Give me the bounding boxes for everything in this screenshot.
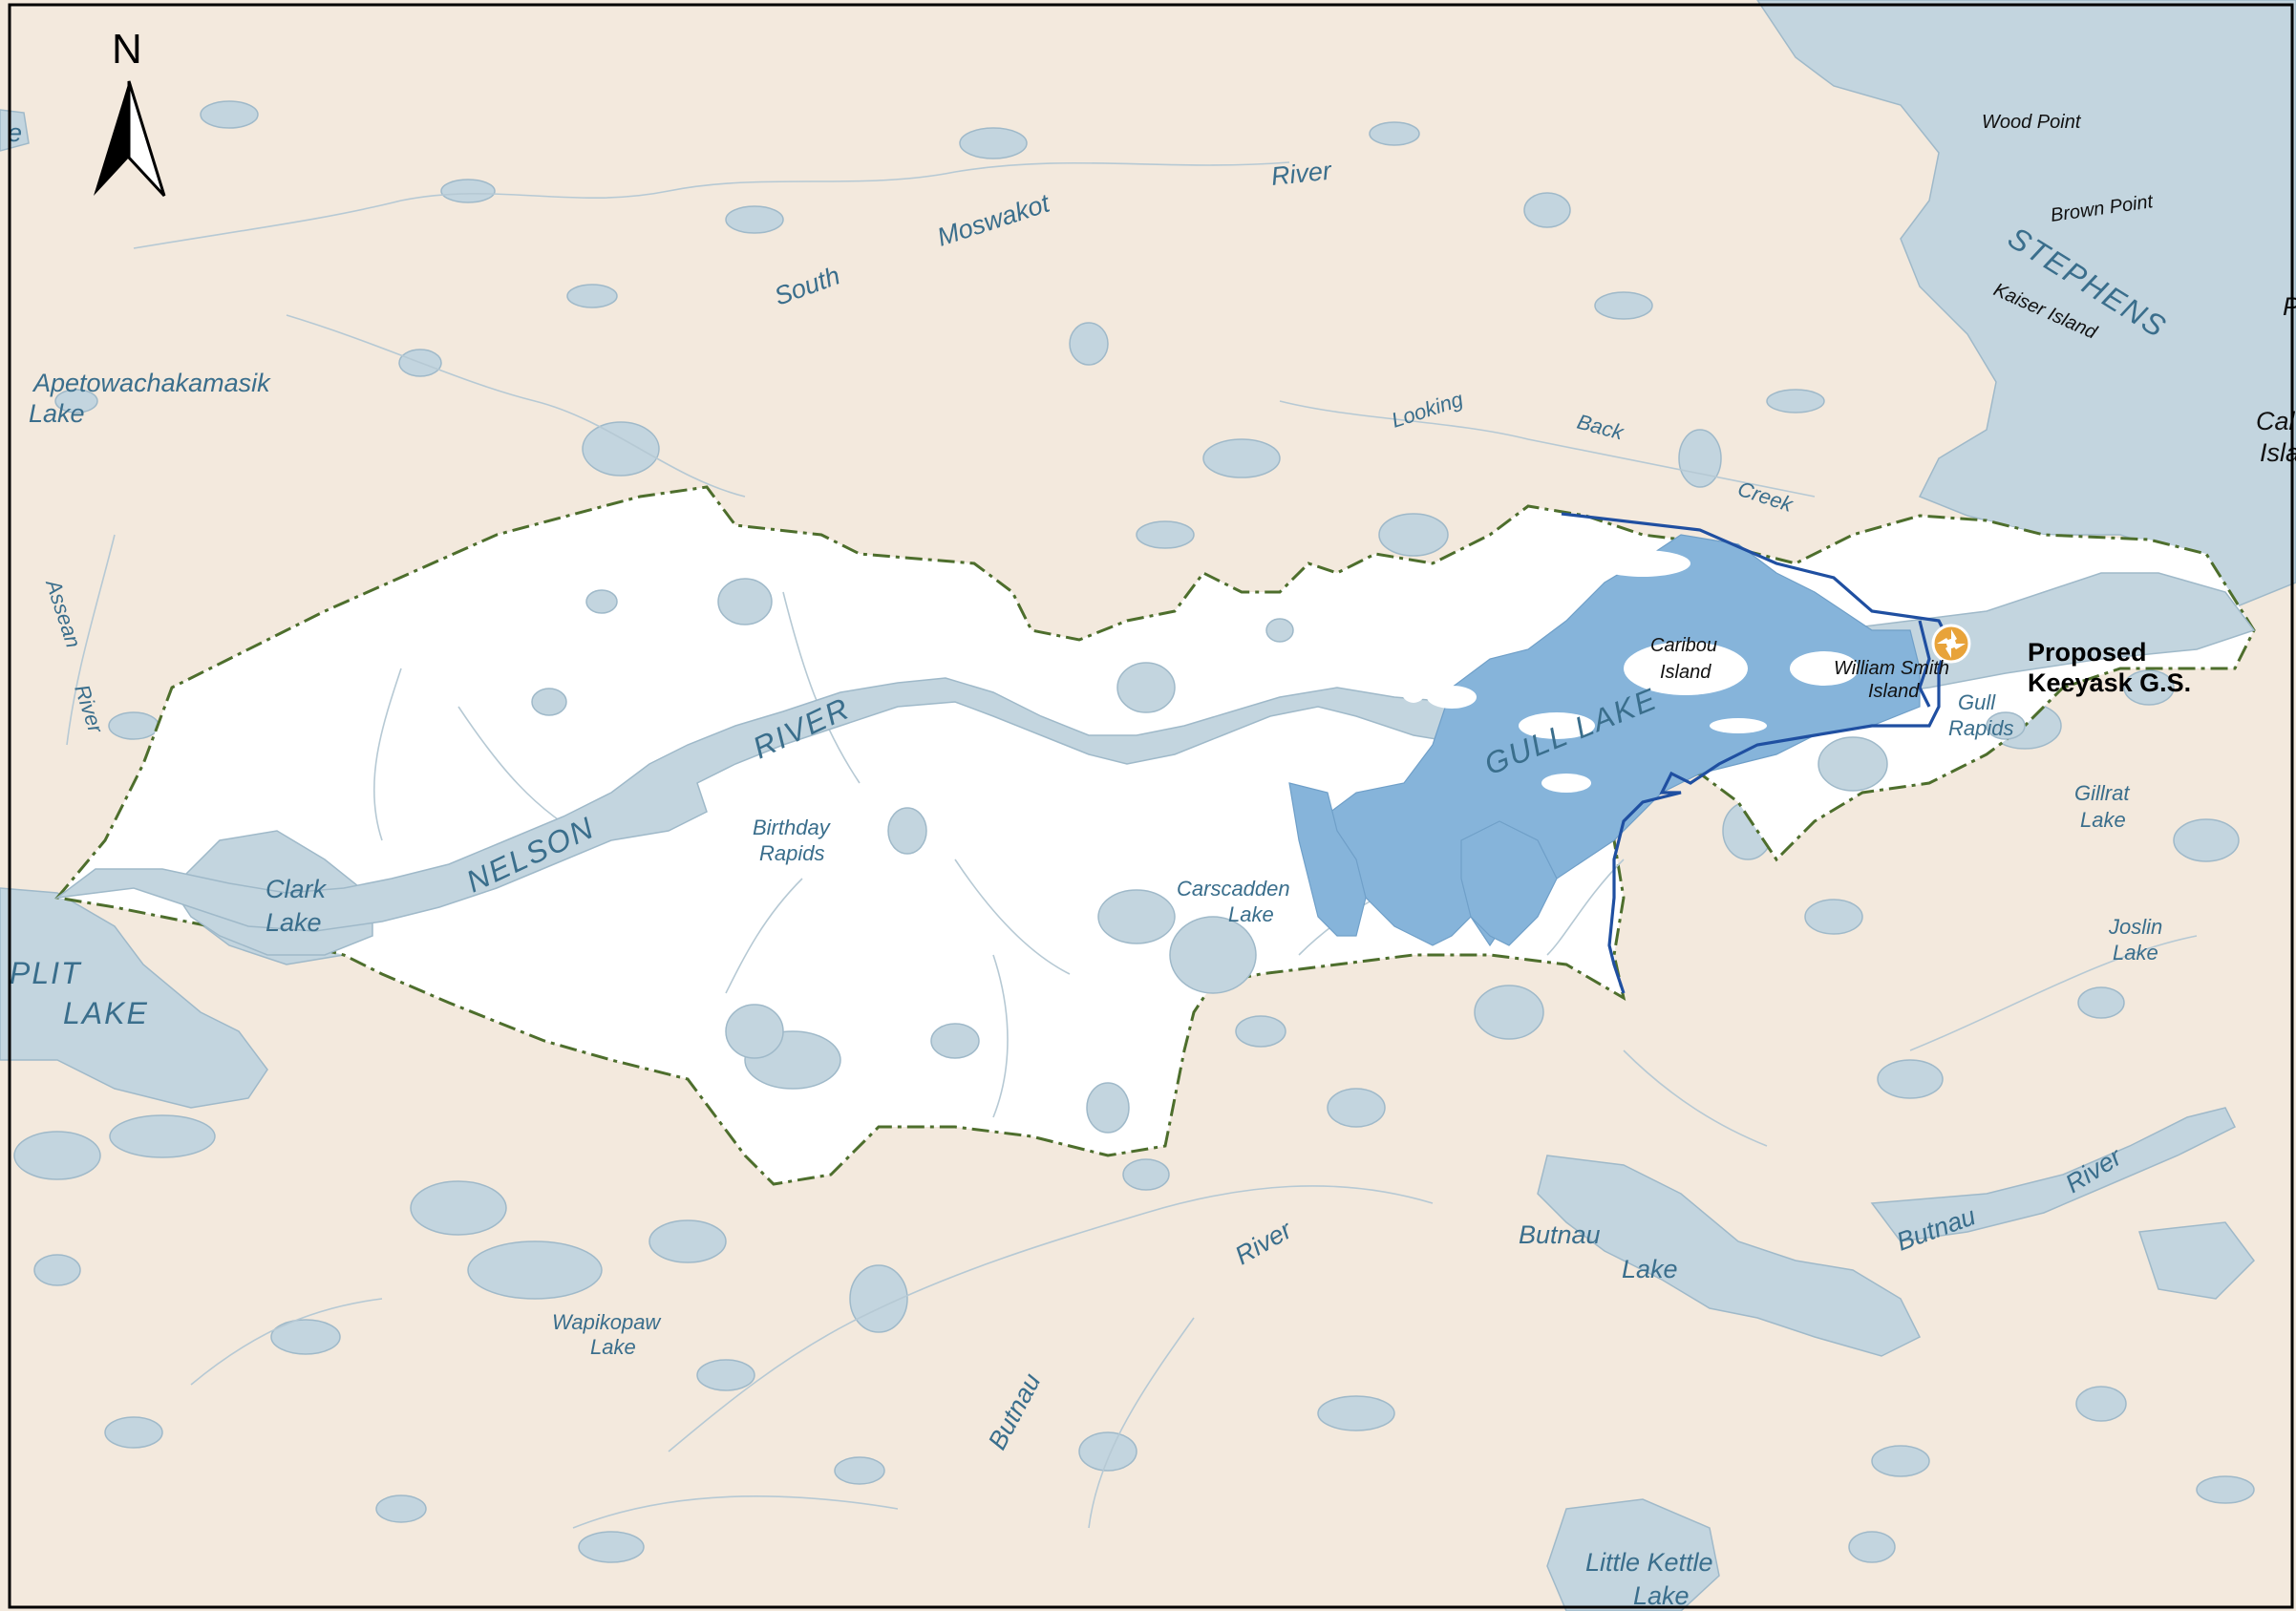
label-wapikopaw-lake: Lake [590,1335,636,1359]
label-william-smith-island: Island [1868,681,1920,702]
reservoir-outline [1561,512,1950,994]
label-river-north: River [1269,156,1333,191]
label-apetowachakamasik: Apetowachakamasik [32,369,271,397]
label-e-edge: e [8,118,22,147]
station-label-line1: Proposed [2028,638,2147,667]
reservoir-islands [1400,550,1859,793]
label-split-lake: LAKE [63,996,149,1030]
label-clark-lake: Lake [266,908,322,937]
label-gillrat-lake: Lake [2080,808,2126,832]
reservoir-arm-southwest [1460,820,1558,946]
label-caribou-island: Island [1660,662,1711,683]
label-gull-rapids: Rapids [1948,716,2013,740]
label-little-kettle: Little Kettle [1585,1548,1713,1577]
label-apetowachakamasik-lake: Lake [29,399,85,428]
label-wood-point: Wood Point [1982,112,2082,133]
map-frame [8,3,2294,1609]
north-label: N [112,26,142,73]
label-little-kettle-lake: Lake [1633,1581,1690,1610]
label-p-edge: P [2283,292,2296,321]
label-carscadden-lake: Lake [1228,902,1274,926]
label-birthday: Birthday [753,816,832,839]
background-streams [66,161,2198,1529]
label-butnau-lake: Butnau [1519,1220,1601,1249]
label-william-smith: William Smith [1834,658,1949,679]
label-birthday-rapids: Rapids [759,841,824,865]
generating-station-icon[interactable] [1931,624,1971,664]
label-isla: Isla [2260,438,2296,467]
label-caribou: Caribou [1650,635,1717,656]
label-butnau-lake-2: Lake [1622,1255,1678,1283]
label-joslin: Joslin [2108,915,2162,939]
label-carscadden: Carscadden [1177,877,1290,901]
reservoir-arm-south [1288,782,1367,937]
label-cal: Cal [2256,407,2296,435]
label-gillrat: Gillrat [2074,781,2130,805]
north-arrow-icon [94,80,166,198]
label-wapikopaw: Wapikopaw [552,1310,662,1334]
station-label-line2: Keeyask G.S. [2028,668,2191,697]
label-split: PLIT [10,956,82,990]
label-joslin-lake: Lake [2113,941,2158,964]
label-clark: Clark [266,875,328,903]
label-gull: Gull [1958,690,1996,714]
dyke-line [1918,620,1931,708]
